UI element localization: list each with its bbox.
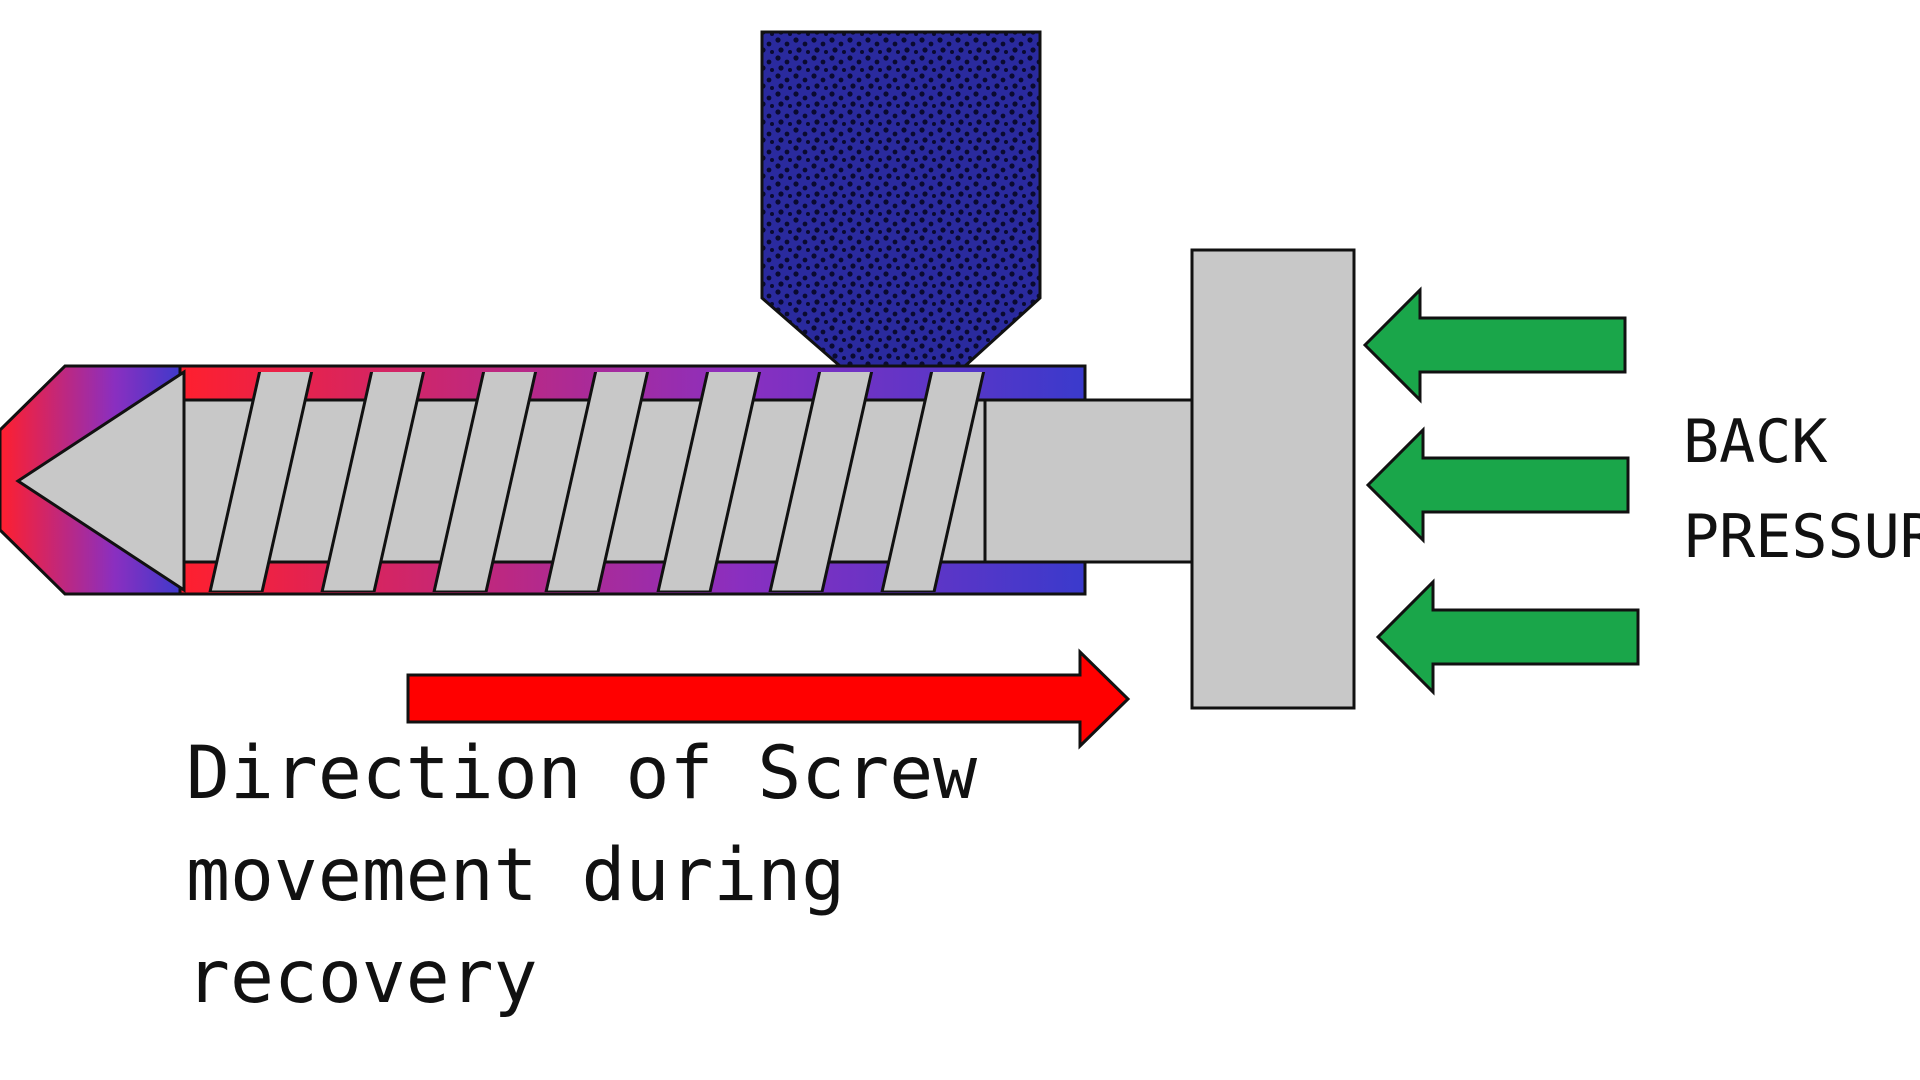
hopper: [760, 30, 1042, 368]
screw-flights: [208, 372, 986, 592]
back-pressure-line-2: PRESSURE: [1683, 502, 1920, 572]
ram-block: [1190, 248, 1356, 710]
back-pressure-arrows: [1362, 286, 1640, 696]
screw-direction-arrow-icon: [406, 648, 1131, 750]
back-pressure-label: BACK PRESSURE: [1683, 407, 1920, 572]
caption-line-3: recovery: [186, 935, 538, 1020]
caption-line-1: Direction of Screw: [186, 731, 977, 816]
screw-flight: [880, 372, 986, 592]
screw-flight: [432, 372, 538, 592]
screw-direction-caption: Direction of Screw movement during recov…: [186, 731, 1021, 1020]
back-pressure-arrow-icon: [1365, 426, 1630, 544]
screw-flight: [768, 372, 874, 592]
back-pressure-arrow-icon: [1375, 578, 1640, 696]
screw-flight: [656, 372, 762, 592]
screw-flight: [208, 372, 314, 592]
screw-flight: [544, 372, 650, 592]
back-pressure-arrow-icon: [1362, 286, 1627, 404]
caption-line-2: movement during: [186, 833, 845, 918]
screw-shank: [983, 398, 1197, 564]
back-pressure-line-1: BACK: [1683, 407, 1828, 477]
screw-flight: [320, 372, 426, 592]
screw-tip: [15, 369, 186, 593]
